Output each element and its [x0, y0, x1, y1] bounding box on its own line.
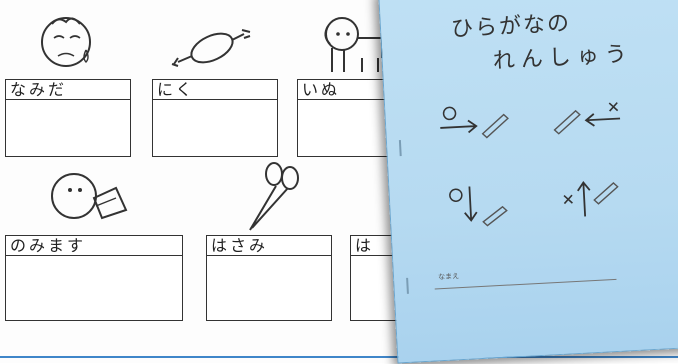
crying-face-icon [41, 17, 91, 67]
binding-mark [398, 140, 402, 157]
word-label: いぬ [298, 80, 422, 100]
hiragana-booklet-cover: ひらがなの れんしゅう なまえ [378, 0, 678, 364]
booklet-title-line2: れんしゅう [492, 41, 634, 75]
booklet-title-line1: ひらがなの [450, 10, 572, 43]
scissors-icon [249, 162, 299, 231]
word-label: にく [153, 80, 277, 100]
word-box-namida: なみだ [5, 79, 131, 157]
name-label: なまえ [437, 272, 460, 282]
stroke-up-icon [563, 181, 619, 217]
word-box-hasami: はさみ [206, 235, 332, 321]
stroke-down-icon [449, 186, 508, 227]
stroke-left-icon [553, 102, 621, 135]
name-field-line [434, 278, 617, 290]
stroke-right-icon [440, 106, 509, 139]
word-label: はさみ [207, 236, 331, 256]
word-label: のみます [6, 236, 182, 256]
word-box-nomimasu: のみます [5, 235, 183, 321]
word-box-niku: にく [152, 79, 278, 157]
word-label: なみだ [6, 80, 130, 100]
binding-mark [406, 277, 409, 294]
drinking-face-icon [51, 173, 128, 220]
meat-icon [171, 29, 251, 67]
accent-rule [0, 356, 678, 358]
